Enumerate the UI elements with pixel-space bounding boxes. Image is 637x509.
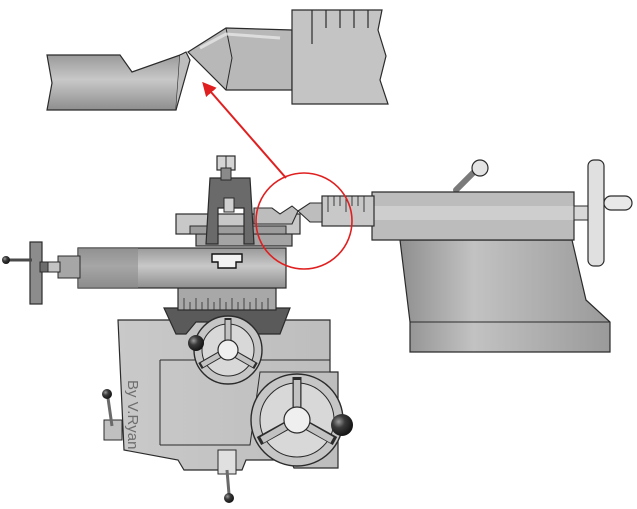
- magnified-tool-tip-view: [46, 9, 389, 111]
- cross-slide-handwheel: [188, 315, 263, 385]
- carriage-knob: [331, 414, 353, 436]
- magnified-tool-tip: [175, 51, 191, 111]
- tool-post: [175, 155, 301, 247]
- tailstock-centre: [297, 202, 323, 223]
- magnified-tailstock-barrel: [291, 9, 389, 105]
- magnifier-circle: [255, 172, 353, 270]
- tailstock-handwheel: [587, 159, 633, 267]
- cross-slide: [45, 247, 287, 289]
- callout-arrow: [202, 81, 287, 179]
- magnified-tool-bar: [46, 54, 181, 111]
- tailstock: [297, 159, 611, 353]
- tailstock-base: [399, 239, 611, 353]
- magnified-scale-marks: [311, 10, 369, 44]
- cross-slide-knob: [188, 335, 204, 351]
- cutting-tool: [253, 205, 299, 225]
- compound-slide-handle: [2, 241, 49, 305]
- carriage-handwheel: [250, 373, 353, 467]
- credit-text: By V.Ryan: [124, 380, 141, 450]
